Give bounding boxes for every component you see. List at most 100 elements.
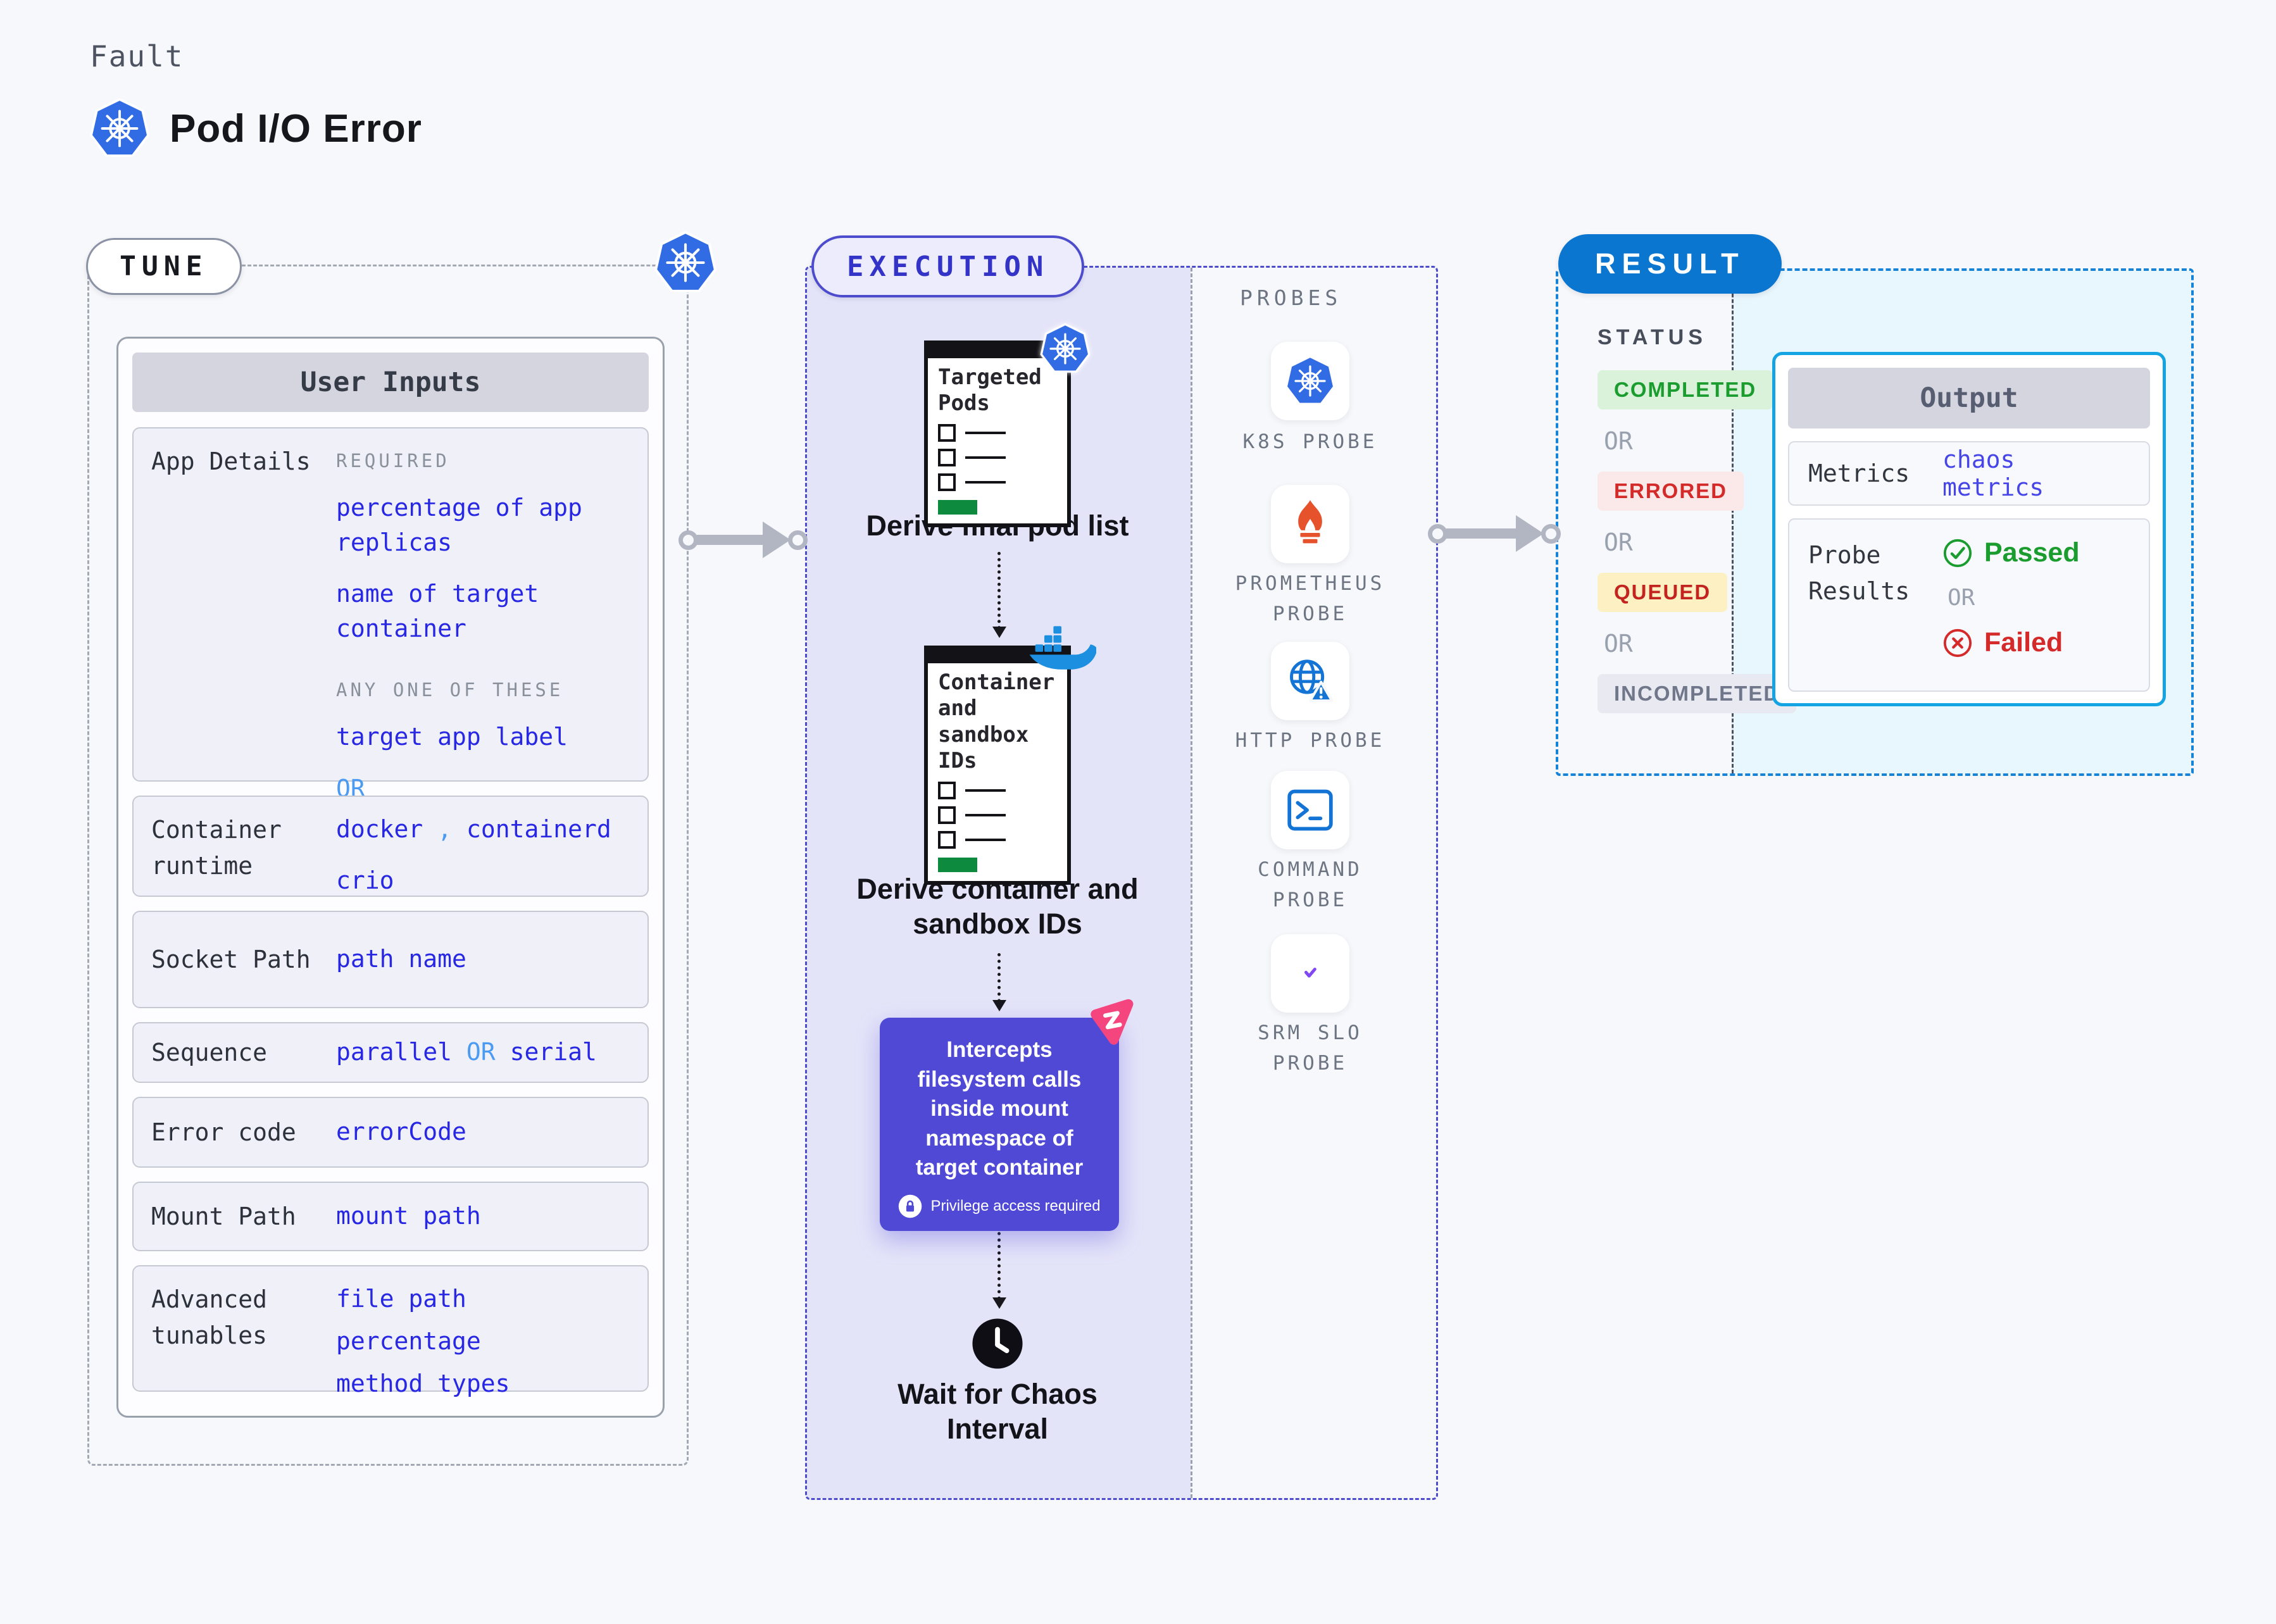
docker-icon	[1027, 623, 1096, 680]
kubernetes-icon	[653, 230, 718, 295]
kubernetes-icon	[1039, 323, 1091, 375]
or-separator: OR	[1604, 427, 1633, 455]
failed-label: Failed	[1984, 627, 2063, 658]
connector-dot	[788, 530, 808, 550]
document-title: Targeted Pods	[938, 365, 1042, 416]
execution-pill: EXECUTION	[811, 235, 1085, 297]
privilege-text: Privilege access required	[930, 1197, 1101, 1215]
page-title: Pod I/O Error	[170, 106, 422, 151]
row-value: errorCode	[336, 1118, 466, 1146]
table-row-advanced-tunables: Advanced tunables file path percentage m…	[132, 1265, 649, 1397]
row-value: path name	[336, 945, 466, 973]
table-row-mount-path: Mount Path mount path	[132, 1182, 649, 1251]
checkbox-icon	[938, 830, 956, 849]
checkbox-icon	[938, 448, 956, 466]
table-row-app-details: App Details REQUIRED percentage of app r…	[132, 427, 649, 854]
row-label: Socket Path	[151, 945, 311, 973]
output-header: Output	[1788, 368, 2150, 428]
output-table: Output Metrics chaos metrics Probe Resul…	[1772, 352, 2166, 706]
tune-pill: TUNE	[86, 238, 242, 295]
row-label: Metrics	[1808, 459, 1910, 487]
checklist-item	[938, 806, 1057, 824]
container-ids-document: Container and sandbox IDs	[924, 646, 1071, 885]
probe-results-values: Passed OR Failed	[1942, 537, 2080, 673]
table-row-probe-results: Probe Results Passed OR Failed	[1788, 518, 2150, 692]
checklist-item	[938, 448, 1057, 466]
probe-label: PROMETHEUS PROBE	[1235, 572, 1385, 626]
result-divider	[1732, 271, 1734, 773]
row-label: Mount Path	[151, 1202, 296, 1230]
list-line	[965, 789, 1006, 792]
arrow-shaft	[1446, 528, 1517, 539]
table-row-sequence: Sequence parallel OR serial	[132, 1022, 649, 1083]
list-line	[965, 431, 1006, 434]
tunable-value: method types	[336, 1370, 510, 1398]
row-value: parallel OR serial	[336, 1038, 597, 1066]
probe-label: SRM SLO PROBE	[1258, 1021, 1363, 1075]
document-body: Targeted Pods	[928, 358, 1067, 523]
row-label: Sequence	[151, 1038, 268, 1066]
slo-donut-check-icon	[1284, 947, 1336, 999]
user-inputs-rows: App Details REQUIRED percentage of app r…	[132, 427, 649, 1397]
connector-dot	[1428, 523, 1448, 544]
table-row-socket-path: Socket Path path name	[132, 911, 649, 1008]
passed-row: Passed	[1942, 537, 2080, 568]
tune-to-execution-arrow	[678, 522, 808, 558]
row-value: docker , containerd crio	[336, 812, 630, 894]
table-row-error-code: Error code errorCode	[132, 1097, 649, 1168]
fault-kicker: Fault	[90, 39, 184, 73]
tunable-value: percentage	[336, 1327, 481, 1356]
checkbox-icon	[938, 473, 956, 491]
required-label: REQUIRED	[336, 450, 450, 472]
row-label: Error code	[151, 1118, 296, 1146]
document-body: Container and sandbox IDs	[928, 663, 1067, 881]
intercept-step-card: Intercepts filesystem calls inside mount…	[880, 1018, 1119, 1231]
row-label: Container runtime	[151, 816, 282, 880]
check-circle-icon	[1942, 538, 1973, 568]
connector-dot	[1541, 523, 1561, 544]
lock-icon	[898, 1194, 922, 1218]
required-value: percentage of app replicas	[336, 494, 582, 557]
privilege-badge: Privilege access required	[897, 1194, 1101, 1218]
or-separator: OR	[1604, 528, 1633, 556]
progress-bar	[938, 499, 977, 515]
any-one-label: ANY ONE OF THESE	[336, 679, 564, 701]
user-inputs-header: User Inputs	[132, 353, 649, 412]
kubernetes-icon	[89, 97, 151, 159]
table-row-metrics: Metrics chaos metrics	[1788, 441, 2150, 506]
targeted-pods-document: Targeted Pods	[924, 340, 1071, 527]
status-title: STATUS	[1598, 325, 1707, 349]
row-value: chaos metrics	[1942, 446, 2044, 501]
probe-card-prometheus	[1271, 485, 1349, 563]
tunable-value: file path	[336, 1285, 466, 1313]
status-badge-queued: QUEUED	[1598, 573, 1728, 612]
probe-label: HTTP PROBE	[1235, 729, 1385, 752]
probe-card-http	[1271, 642, 1349, 720]
probe-card-srm-slo	[1271, 934, 1349, 1013]
document-titlebar	[928, 649, 1067, 663]
row-label: App Details	[151, 447, 311, 475]
probes-title: PROBES	[1240, 285, 1342, 310]
status-badge-completed: COMPLETED	[1598, 370, 1773, 409]
option-value: target app label	[336, 723, 568, 751]
flow-arrow-down	[992, 953, 1006, 1011]
list-line	[965, 480, 1006, 484]
row-label: Probe Results	[1808, 541, 1910, 605]
connector-dot	[678, 530, 698, 550]
runtime-value: crio	[336, 866, 394, 895]
failed-row: Failed	[1942, 627, 2080, 658]
checkbox-icon	[938, 781, 956, 799]
prometheus-icon	[1284, 498, 1336, 550]
list-line	[965, 838, 1006, 841]
checklist-item	[938, 781, 1057, 799]
intercept-text: Intercepts filesystem calls inside mount…	[915, 1037, 1084, 1180]
probe-label: K8S PROBE	[1242, 430, 1378, 453]
row-value: mount path	[336, 1202, 481, 1230]
checklist-item	[938, 423, 1057, 442]
tune-section-box	[87, 265, 689, 1466]
step-caption: Wait for Chaos Interval	[897, 1378, 1097, 1445]
kubernetes-icon	[1284, 355, 1336, 407]
status-badge-incompleted: INCOMPLETED	[1598, 674, 1797, 713]
status-column: STATUS COMPLETED OR ERRORED OR QUEUED OR…	[1598, 325, 1797, 713]
document-titlebar	[928, 344, 1067, 358]
